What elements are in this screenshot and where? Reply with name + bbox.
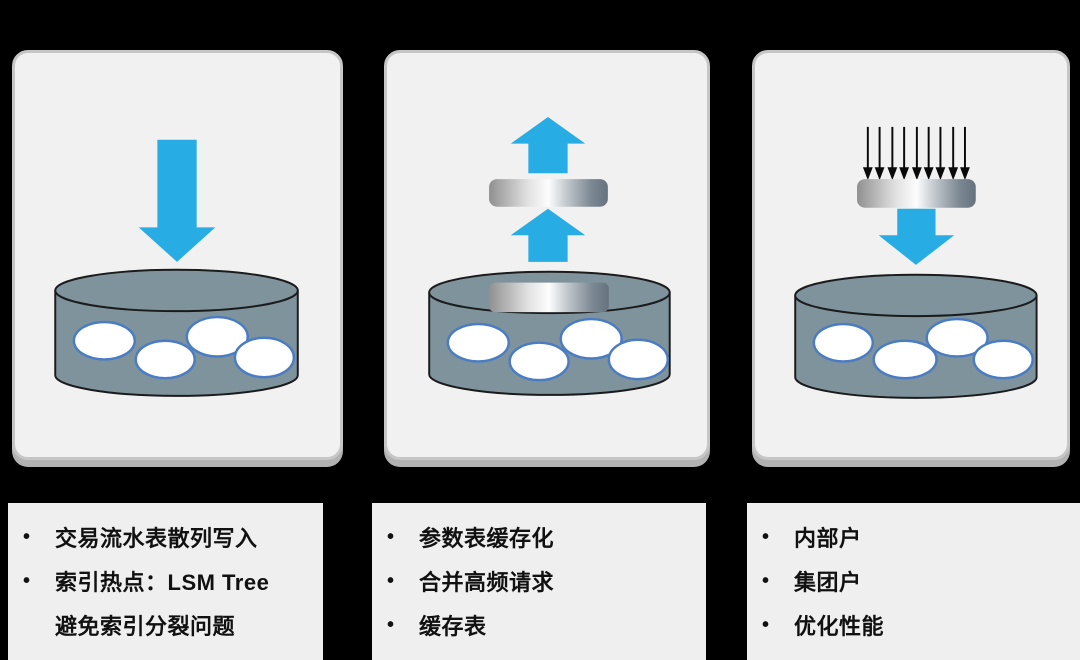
hash-write-diagram (54, 139, 299, 397)
database-cylinder-icon (54, 268, 299, 397)
bullet-dot: • (762, 570, 770, 592)
bullet-item: • 集团户 (747, 559, 1080, 603)
cache-bar-in-table-icon (489, 282, 609, 313)
up-arrow-icon (510, 208, 586, 262)
bullet-text: 避免索引分裂问题 (55, 614, 236, 639)
bullet-dot: • (762, 614, 770, 636)
text-panel-merge: • 内部户 • 集团户 • 优化性能 (747, 503, 1080, 660)
bullet-text: 缓存表 (419, 614, 487, 639)
bullet-list: • 内部户 • 集团户 • 优化性能 (747, 503, 1080, 647)
bullet-item: • 交易流水表散列写入 (8, 515, 323, 559)
data-block-ellipse (185, 315, 249, 358)
cache-diagram (428, 117, 671, 396)
card-merge-requests-diagram (752, 50, 1070, 460)
database-cylinder-icon (794, 273, 1038, 399)
bullet-text: 内部户 (794, 526, 862, 551)
data-block-ellipse (233, 336, 296, 379)
data-block-ellipse (925, 317, 989, 358)
request-arrows-icon (862, 126, 970, 181)
data-block-ellipse (812, 322, 874, 363)
bullet-text: 优化性能 (794, 614, 885, 639)
bullet-dot: • (387, 526, 395, 548)
bullet-dot: • (23, 570, 31, 592)
data-block-ellipse (972, 339, 1034, 380)
bullet-item: • 优化性能 (747, 603, 1080, 647)
down-arrow-icon (138, 139, 216, 262)
bullet-dot: • (762, 526, 770, 548)
up-arrow-icon (510, 117, 586, 174)
data-block-ellipse (508, 341, 570, 382)
cache-bar-icon (857, 179, 976, 208)
bullet-text: 索引热点：LSM Tree (55, 570, 270, 595)
data-block-ellipse (559, 317, 623, 360)
bullet-list: • 参数表缓存化 • 合并高频请求 • 缓存表 (372, 503, 706, 647)
bullet-item: • 参数表缓存化 (372, 515, 706, 559)
card-cache-diagram (384, 50, 710, 460)
text-panel-cache: • 参数表缓存化 • 合并高频请求 • 缓存表 (372, 503, 706, 660)
bullet-item: • 内部户 (747, 515, 1080, 559)
data-block-ellipse (872, 339, 938, 380)
data-block-ellipse (134, 339, 196, 380)
bullet-item-continuation: 避免索引分裂问题 (8, 603, 323, 647)
bullet-text: 交易流水表散列写入 (55, 526, 258, 551)
bullet-item: • 合并高频请求 (372, 559, 706, 603)
cache-bar-icon (489, 179, 608, 207)
database-cylinder-icon (428, 270, 671, 396)
merge-requests-diagram (794, 126, 1038, 399)
bullet-dot: • (23, 526, 31, 548)
data-block-ellipse (607, 338, 669, 381)
bullet-text: 集团户 (794, 570, 862, 595)
text-panel-hash-write: • 交易流水表散列写入 • 索引热点：LSM Tree 避免索引分裂问题 (8, 503, 323, 660)
bullet-text: 参数表缓存化 (419, 526, 555, 551)
bullet-list: • 交易流水表散列写入 • 索引热点：LSM Tree 避免索引分裂问题 (8, 503, 323, 647)
bullet-dot: • (387, 614, 395, 636)
down-arrow-icon (878, 208, 955, 265)
data-block-ellipse (72, 320, 137, 361)
bullet-dot: • (387, 570, 395, 592)
bullet-text: 合并高频请求 (419, 570, 555, 595)
bullet-item: • 索引热点：LSM Tree (8, 559, 323, 603)
card-hash-write-diagram (12, 50, 343, 460)
data-block-ellipse (446, 322, 510, 363)
bullet-item: • 缓存表 (372, 603, 706, 647)
